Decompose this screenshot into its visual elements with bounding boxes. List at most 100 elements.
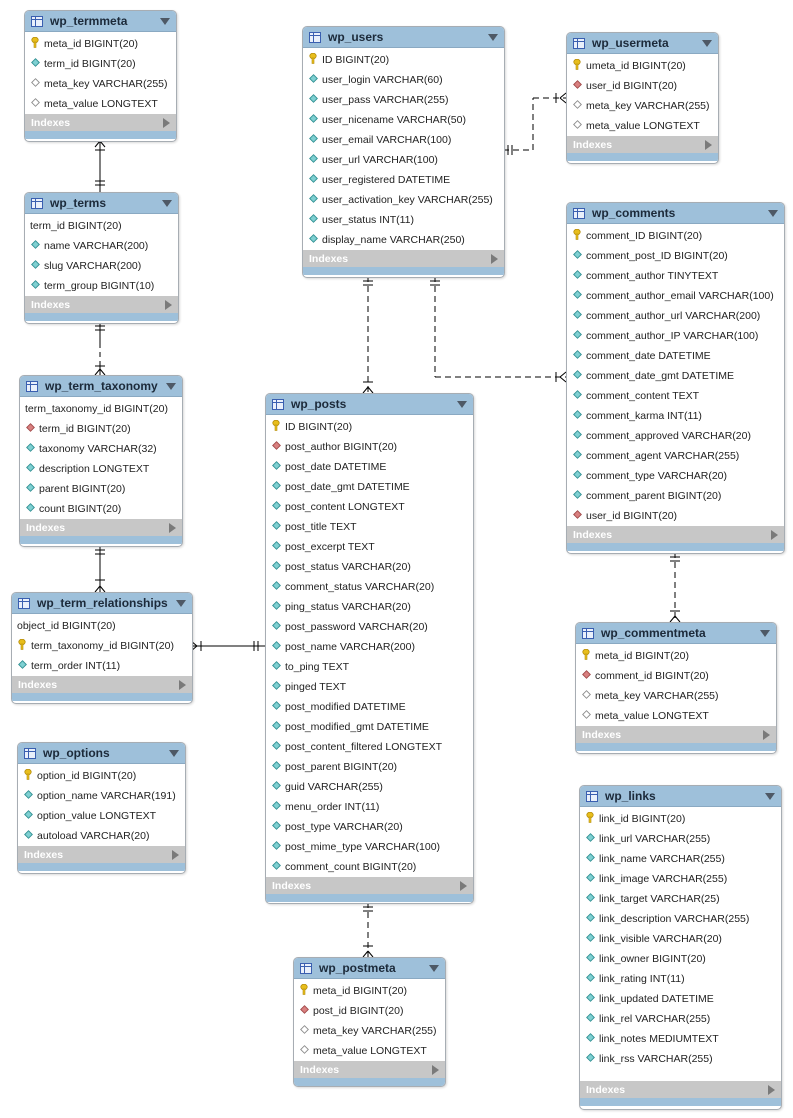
column-row[interactable]: description LONGTEXT (20, 459, 182, 479)
column-row[interactable]: user_status INT(11) (303, 210, 504, 230)
column-row[interactable]: link_id BIGINT(20) (580, 809, 781, 829)
expand-arrow-icon[interactable] (179, 679, 186, 690)
indexes-section[interactable]: Indexes (18, 846, 185, 863)
indexes-section[interactable]: Indexes (294, 1061, 445, 1078)
table-header[interactable]: wp_users (303, 27, 504, 48)
table-header[interactable]: wp_term_taxonomy (20, 376, 182, 397)
column-row[interactable]: link_description VARCHAR(255) (580, 909, 781, 929)
expand-arrow-icon[interactable] (460, 880, 467, 891)
column-row[interactable]: umeta_id BIGINT(20) (567, 56, 718, 76)
column-row[interactable]: meta_value LONGTEXT (576, 706, 776, 726)
column-row[interactable]: comment_post_ID BIGINT(20) (567, 246, 784, 266)
column-row[interactable]: user_pass VARCHAR(255) (303, 90, 504, 110)
expand-arrow-icon[interactable] (705, 139, 712, 150)
column-row[interactable]: link_url VARCHAR(255) (580, 829, 781, 849)
table-header[interactable]: wp_postmeta (294, 958, 445, 979)
table-header[interactable]: wp_usermeta (567, 33, 718, 54)
column-row[interactable]: post_excerpt TEXT (266, 537, 473, 557)
collapse-arrow-icon[interactable] (160, 17, 170, 25)
column-row[interactable]: comment_ID BIGINT(20) (567, 226, 784, 246)
indexes-section[interactable]: Indexes (20, 519, 182, 536)
column-row[interactable]: to_ping TEXT (266, 657, 473, 677)
column-row[interactable]: comment_date_gmt DATETIME (567, 366, 784, 386)
column-row[interactable]: option_value LONGTEXT (18, 806, 185, 826)
indexes-section[interactable]: Indexes (567, 136, 718, 153)
indexes-section[interactable]: Indexes (576, 726, 776, 743)
collapse-arrow-icon[interactable] (488, 33, 498, 41)
table-header[interactable]: wp_comments (567, 203, 784, 224)
column-row[interactable]: comment_date DATETIME (567, 346, 784, 366)
column-row[interactable]: comment_parent BIGINT(20) (567, 486, 784, 506)
expand-arrow-icon[interactable] (491, 253, 498, 264)
collapse-arrow-icon[interactable] (457, 400, 467, 408)
column-row[interactable]: comment_author TINYTEXT (567, 266, 784, 286)
column-row[interactable]: option_name VARCHAR(191) (18, 786, 185, 806)
column-row[interactable]: post_content_filtered LONGTEXT (266, 737, 473, 757)
column-row[interactable]: post_date_gmt DATETIME (266, 477, 473, 497)
indexes-section[interactable]: Indexes (303, 250, 504, 267)
column-row[interactable]: post_type VARCHAR(20) (266, 817, 473, 837)
column-row[interactable]: post_modified DATETIME (266, 697, 473, 717)
column-row[interactable]: ID BIGINT(20) (266, 417, 473, 437)
column-row[interactable]: user_registered DATETIME (303, 170, 504, 190)
collapse-arrow-icon[interactable] (765, 792, 775, 800)
column-row[interactable]: comment_author_email VARCHAR(100) (567, 286, 784, 306)
column-row[interactable]: display_name VARCHAR(250) (303, 230, 504, 250)
expand-arrow-icon[interactable] (169, 522, 176, 533)
column-row[interactable]: comment_content TEXT (567, 386, 784, 406)
column-row[interactable]: term_group BIGINT(10) (25, 276, 178, 296)
column-row[interactable]: link_image VARCHAR(255) (580, 869, 781, 889)
indexes-section[interactable]: Indexes (25, 296, 178, 313)
expand-arrow-icon[interactable] (768, 1084, 775, 1095)
column-row[interactable]: user_id BIGINT(20) (567, 76, 718, 96)
column-row[interactable]: user_email VARCHAR(100) (303, 130, 504, 150)
column-row[interactable]: comment_author_IP VARCHAR(100) (567, 326, 784, 346)
column-row[interactable]: comment_agent VARCHAR(255) (567, 446, 784, 466)
column-row[interactable]: link_rss VARCHAR(255) (580, 1049, 781, 1069)
indexes-section[interactable]: Indexes (580, 1081, 781, 1098)
column-row[interactable]: post_modified_gmt DATETIME (266, 717, 473, 737)
column-row[interactable]: taxonomy VARCHAR(32) (20, 439, 182, 459)
column-row[interactable]: meta_id BIGINT(20) (294, 981, 445, 1001)
indexes-section[interactable]: Indexes (25, 114, 176, 131)
table-header[interactable]: wp_term_relationships (12, 593, 192, 614)
column-row[interactable]: link_updated DATETIME (580, 989, 781, 1009)
column-row[interactable]: option_id BIGINT(20) (18, 766, 185, 786)
column-row[interactable]: name VARCHAR(200) (25, 236, 178, 256)
table-header[interactable]: wp_links (580, 786, 781, 807)
expand-arrow-icon[interactable] (165, 299, 172, 310)
column-row[interactable]: slug VARCHAR(200) (25, 256, 178, 276)
expand-arrow-icon[interactable] (172, 849, 179, 860)
column-row[interactable]: post_status VARCHAR(20) (266, 557, 473, 577)
column-row[interactable]: ping_status VARCHAR(20) (266, 597, 473, 617)
column-row[interactable]: link_visible VARCHAR(20) (580, 929, 781, 949)
column-row[interactable]: user_nicename VARCHAR(50) (303, 110, 504, 130)
column-row[interactable]: post_name VARCHAR(200) (266, 637, 473, 657)
column-row[interactable]: parent BIGINT(20) (20, 479, 182, 499)
column-row[interactable]: user_login VARCHAR(60) (303, 70, 504, 90)
expand-arrow-icon[interactable] (763, 729, 770, 740)
column-row[interactable]: link_name VARCHAR(255) (580, 849, 781, 869)
column-row[interactable]: object_id BIGINT(20) (12, 616, 192, 636)
indexes-section[interactable]: Indexes (12, 676, 192, 693)
column-row[interactable]: user_url VARCHAR(100) (303, 150, 504, 170)
column-row[interactable]: meta_id BIGINT(20) (25, 34, 176, 54)
column-row[interactable]: meta_key VARCHAR(255) (25, 74, 176, 94)
column-row[interactable]: meta_value LONGTEXT (25, 94, 176, 114)
column-row[interactable]: post_mime_type VARCHAR(100) (266, 837, 473, 857)
column-row[interactable]: user_activation_key VARCHAR(255) (303, 190, 504, 210)
collapse-arrow-icon[interactable] (702, 39, 712, 47)
expand-arrow-icon[interactable] (163, 117, 170, 128)
collapse-arrow-icon[interactable] (169, 749, 179, 757)
column-row[interactable]: post_date DATETIME (266, 457, 473, 477)
column-row[interactable]: comment_approved VARCHAR(20) (567, 426, 784, 446)
column-row[interactable]: meta_id BIGINT(20) (576, 646, 776, 666)
column-row[interactable]: post_title TEXT (266, 517, 473, 537)
